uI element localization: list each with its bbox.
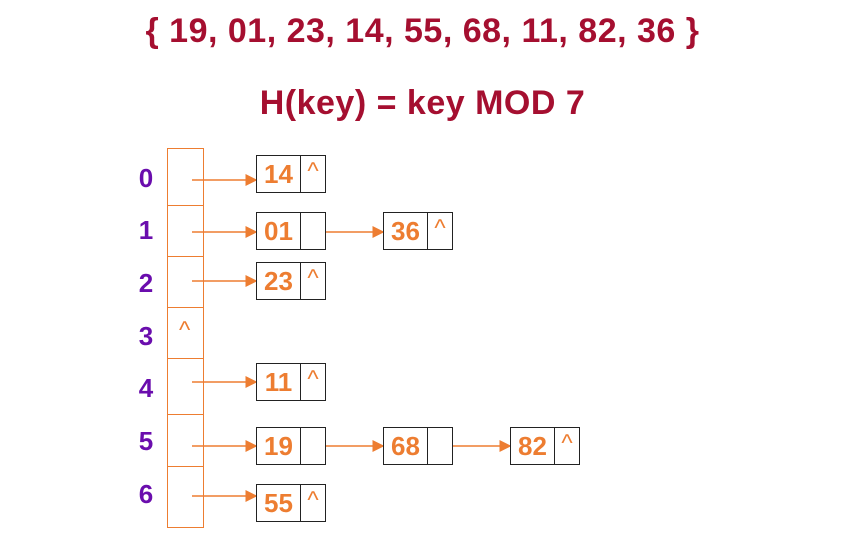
node-value: 14 (257, 156, 301, 192)
null-pointer-icon: ^ (307, 487, 319, 514)
bucket-index-2: 2 (138, 268, 154, 298)
null-pointer-icon: ^ (307, 158, 319, 185)
bucket-index-5: 5 (138, 426, 154, 456)
node-value: 55 (257, 485, 301, 521)
node-value: 36 (384, 213, 428, 249)
node-value: 19 (257, 428, 301, 464)
bucket-index-4: 4 (138, 373, 154, 403)
hash-function-title: H(key) = key MOD 7 (259, 84, 586, 122)
node-36: 36 ^ (383, 212, 453, 250)
next-pointer (301, 213, 325, 249)
bucket-index-0: 0 (138, 163, 154, 193)
node-11: 11 ^ (256, 363, 326, 401)
node-68: 68 (383, 427, 453, 465)
node-55: 55 ^ (256, 484, 326, 522)
node-value: 68 (384, 428, 428, 464)
null-pointer-icon: ^ (179, 317, 191, 344)
bucket-slot-6 (167, 466, 204, 528)
null-pointer-icon: ^ (434, 215, 446, 242)
next-pointer (301, 428, 325, 464)
node-19: 19 (256, 427, 326, 465)
node-value: 01 (257, 213, 301, 249)
null-pointer-icon: ^ (561, 430, 573, 457)
bucket-index-1: 1 (138, 215, 154, 245)
node-82: 82 ^ (510, 427, 580, 465)
node-value: 23 (257, 263, 301, 299)
null-pointer-icon: ^ (307, 366, 319, 393)
next-pointer (428, 428, 452, 464)
node-14: 14 ^ (256, 155, 326, 193)
node-value: 82 (511, 428, 555, 464)
node-23: 23 ^ (256, 262, 326, 300)
node-value: 11 (257, 364, 301, 400)
bucket-index-3: 3 (138, 321, 154, 351)
key-set-title: { 19, 01, 23, 14, 55, 68, 11, 82, 36 } (145, 12, 700, 50)
node-01: 01 (256, 212, 326, 250)
null-pointer-icon: ^ (307, 265, 319, 292)
bucket-index-6: 6 (138, 479, 154, 509)
